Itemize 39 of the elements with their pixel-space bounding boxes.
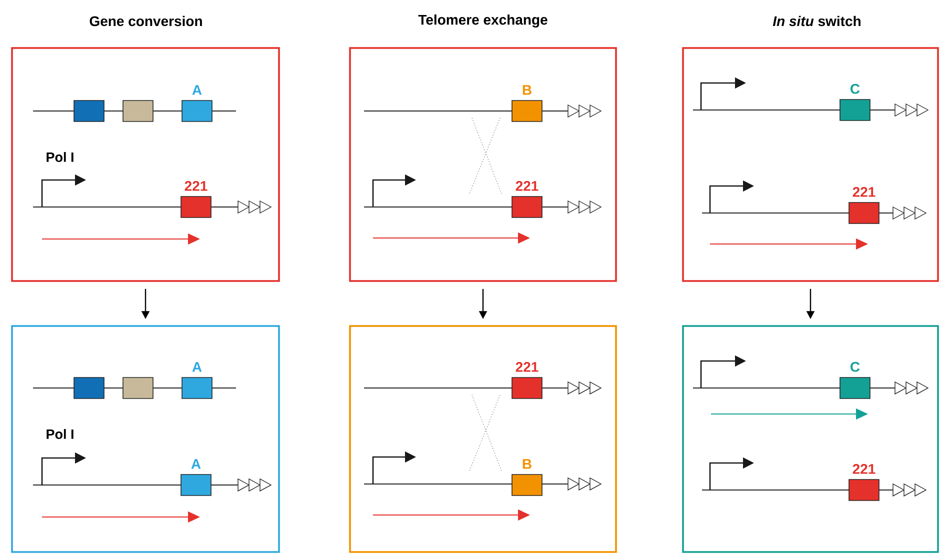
node-label: A [191, 459, 201, 469]
node-label: B [522, 459, 532, 469]
gene-box: 221 [848, 464, 880, 501]
node-label: 221 [184, 181, 208, 191]
panel-frame [11, 47, 280, 282]
gene-box [74, 377, 104, 399]
gene-box: A [182, 85, 212, 122]
gene-box: A [180, 459, 212, 496]
node-label: 221 [852, 187, 876, 197]
column-heading: In situ switch [772, 16, 860, 26]
panel-frame [349, 325, 617, 553]
gene-box: C [840, 362, 870, 399]
node-label: C [850, 362, 860, 372]
panel-frame [682, 47, 939, 282]
node-label: 221 [852, 464, 876, 474]
panel-frame [11, 325, 280, 553]
gene-box: 221 [180, 181, 212, 218]
node-label: A [192, 362, 202, 372]
column-heading: Gene conversion [90, 16, 202, 26]
node-label: B [522, 85, 532, 95]
gene-box: B [512, 85, 542, 122]
panel-frame [682, 325, 939, 553]
node-label: 221 [516, 362, 538, 372]
enzyme-label: Pol I [46, 429, 74, 439]
panel-frame [349, 47, 617, 282]
gene-box: C [840, 84, 870, 121]
node-label: 221 [516, 181, 538, 191]
gene-box: 221 [848, 187, 880, 224]
gene-box: 221 [512, 362, 542, 399]
gene-box: A [182, 362, 212, 399]
node-label: A [192, 85, 202, 95]
column-heading: Telomere exchange [418, 14, 548, 28]
gene-box [122, 100, 154, 122]
gene-box [122, 377, 154, 399]
node-label: C [850, 84, 860, 94]
gene-box [74, 100, 104, 122]
enzyme-label: Pol I [46, 152, 74, 162]
gene-box: 221 [512, 181, 542, 218]
gene-box: B [512, 459, 542, 496]
